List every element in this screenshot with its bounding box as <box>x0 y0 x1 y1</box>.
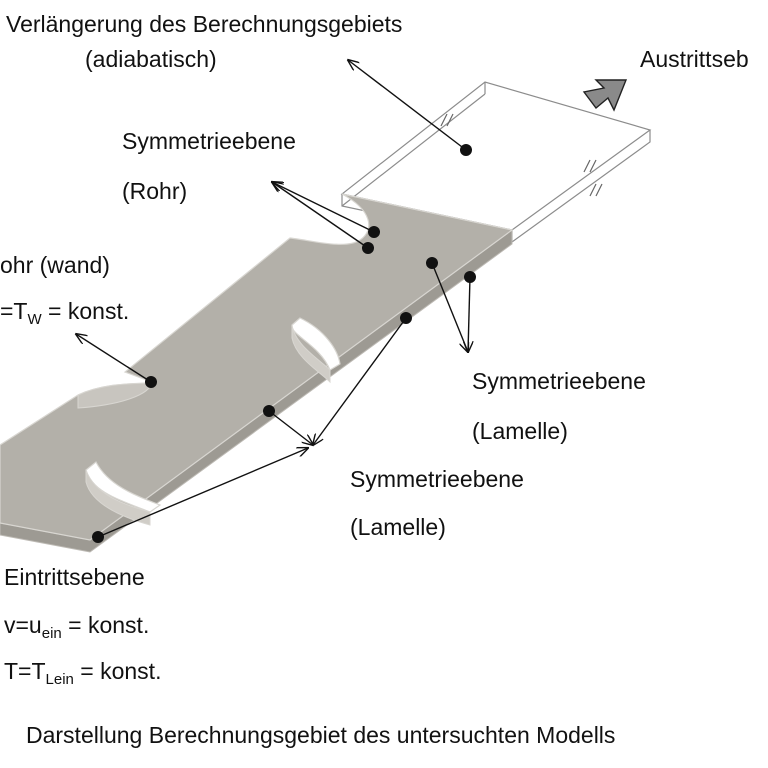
tube-wall-prefix: =T <box>0 298 28 324</box>
point-sym-fin-3 <box>400 312 412 324</box>
point-sym-fin-2 <box>464 271 476 283</box>
point-sym-tube-1 <box>368 226 380 238</box>
label-extension-line1: Verlängerung des Berechnungsgebiets <box>6 11 403 37</box>
inlet-v-prefix: v=u <box>4 612 42 638</box>
inlet-v-suffix: = konst. <box>61 612 150 638</box>
annotation-points <box>92 144 476 543</box>
label-tube-wall-line2: =TW = konst. <box>0 298 130 328</box>
label-sym-tube-line1: Symmetrieebene <box>122 128 296 154</box>
point-sym-tube-2 <box>362 242 374 254</box>
label-outlet: Austrittseb <box>640 46 749 72</box>
label-sym-fin-lower-line1: Symmetrieebene <box>350 466 524 492</box>
point-sym-fin-4 <box>263 405 275 417</box>
label-inlet-temperature: T=TLein = konst. <box>4 658 162 688</box>
inlet-t-sub: Lein <box>45 671 74 688</box>
figure-caption: Darstellung Berechnungsgebiet des unters… <box>26 722 616 748</box>
tube-wall-suffix: = konst. <box>41 298 130 324</box>
label-extension-line2: (adiabatisch) <box>85 46 217 72</box>
point-tube-wall <box>145 376 157 388</box>
inlet-t-prefix: T=T <box>4 658 46 684</box>
label-sym-tube-line2: (Rohr) <box>122 178 188 204</box>
label-inlet-velocity: v=uein = konst. <box>4 612 150 642</box>
outlet-arrow-icon <box>582 79 628 112</box>
label-tube-wall-line1: ohr (wand) <box>0 252 110 278</box>
label-inlet-line1: Eintrittsebene <box>4 564 145 590</box>
point-sym-fin-1 <box>426 257 438 269</box>
fin-domain <box>0 193 514 553</box>
label-sym-fin-right-line2: (Lamelle) <box>472 418 568 444</box>
inlet-t-suffix: = konst. <box>73 658 162 684</box>
annotation-arrows <box>76 60 470 538</box>
tube-wall-sub: W <box>27 311 42 328</box>
point-inlet <box>92 531 104 543</box>
point-extension <box>460 144 472 156</box>
label-sym-fin-lower-line2: (Lamelle) <box>350 514 446 540</box>
label-sym-fin-right-line1: Symmetrieebene <box>472 368 646 394</box>
inlet-v-sub: ein <box>41 625 62 642</box>
